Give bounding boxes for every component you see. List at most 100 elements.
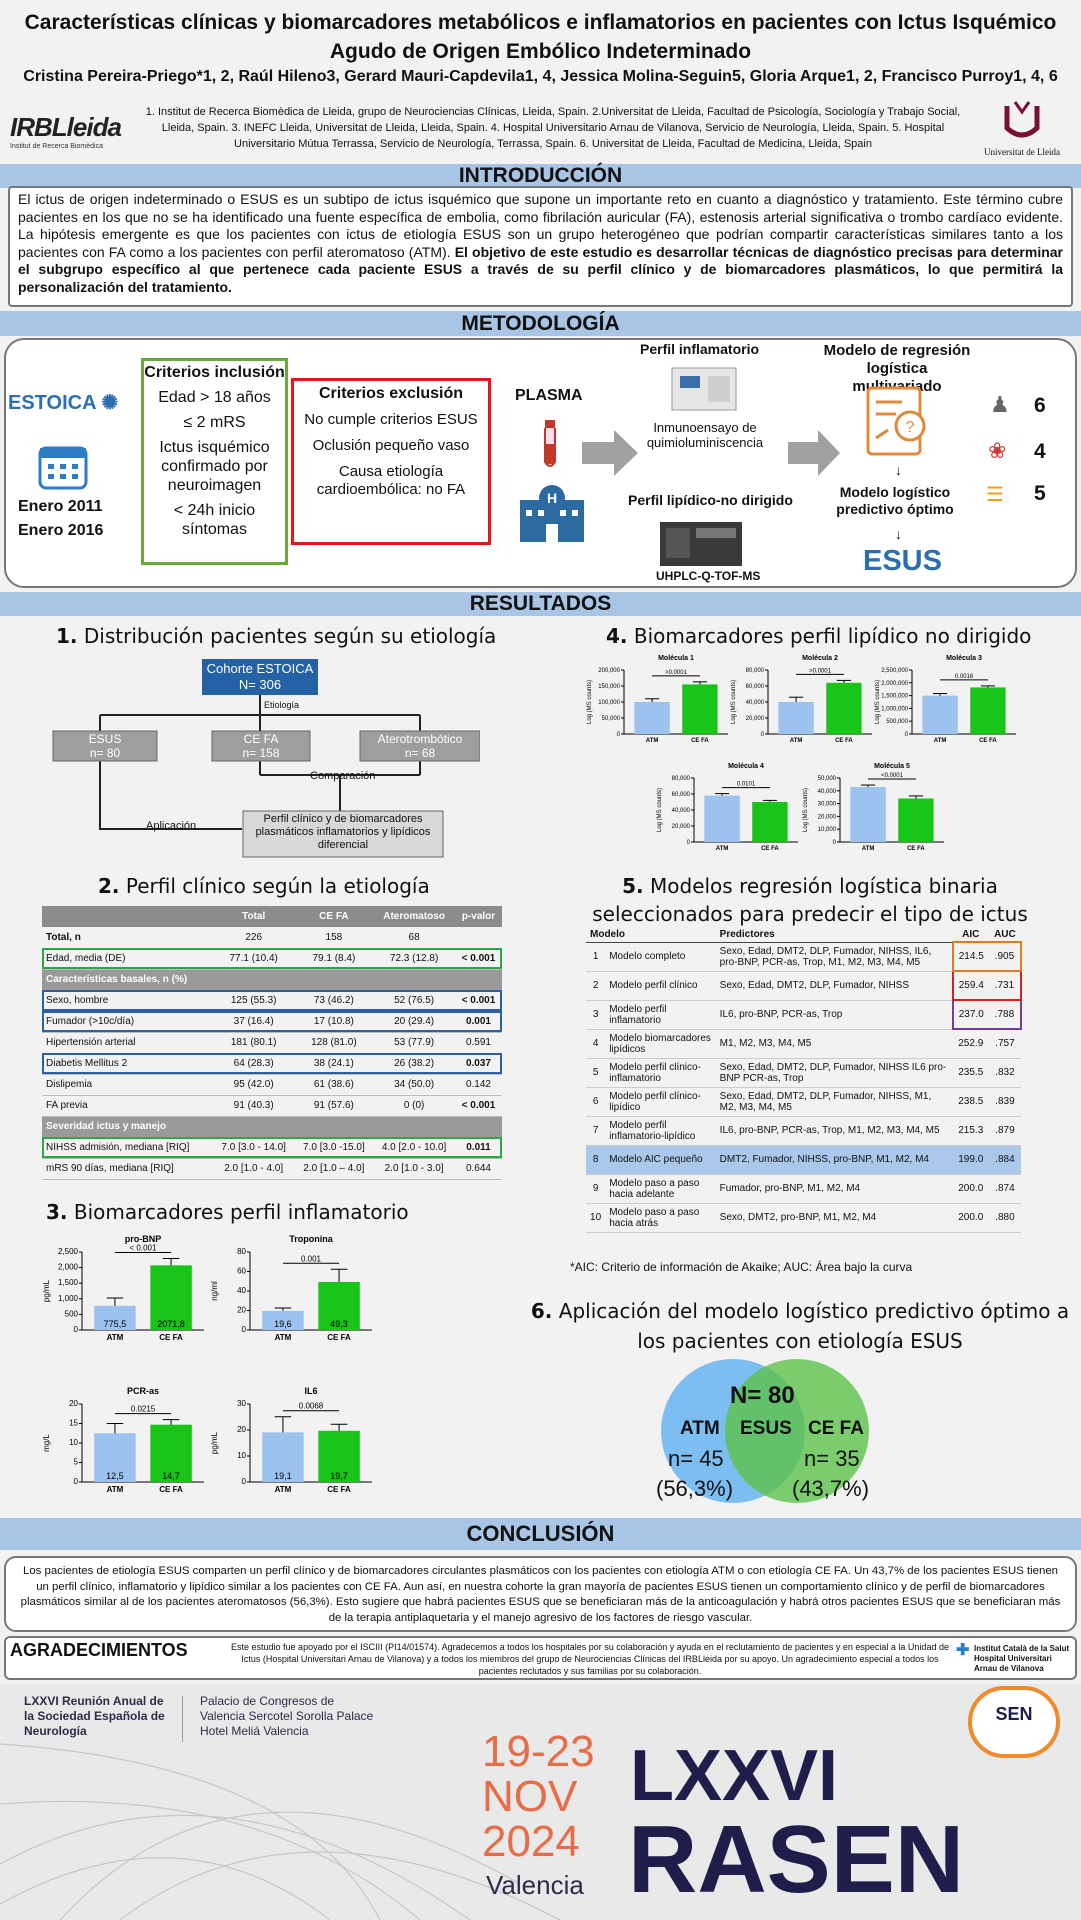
table-cell	[454, 1116, 502, 1137]
table-cell	[373, 1116, 455, 1137]
intro-band: INTRODUCCIÓN	[0, 164, 1081, 188]
model-cell: Sexo, Edad, DMT2, DLP, Fumador, NIHSS IL…	[719, 1061, 947, 1084]
model-cell: .757	[995, 1038, 1015, 1050]
irb-logo-sub: Institut de Recerca Biomèdica	[10, 143, 103, 150]
model-cell: Sexo, DMT2, pro-BNP, M1, M2, M4	[719, 1212, 877, 1223]
inclusion-item: Ictus isquémico confirmado por neuroimag…	[159, 439, 270, 494]
y-tick-label: 80,000	[746, 668, 765, 674]
authors: Cristina Pereira-Priego*1, 2, Raúl Hilen…	[23, 68, 1058, 85]
table-cell	[455, 927, 502, 948]
inclusion-title: Criterios inclusión	[144, 364, 285, 381]
model-cell: 252.9	[958, 1038, 984, 1050]
y-axis-label: Log (MS counts)	[587, 680, 593, 724]
y-tick-label: 2,000,000	[881, 681, 908, 687]
r5-num: 5.	[622, 874, 644, 898]
y-tick-label: 20	[69, 1399, 78, 1408]
table-cell: 128 (81.0)	[311, 1037, 357, 1048]
data-label: 2071,8	[157, 1319, 185, 1329]
chart-title: IL6	[304, 1386, 317, 1396]
intro-box: El ictus de origen indeterminado o ESUS …	[8, 186, 1073, 307]
x-tick-label: CE FA	[691, 738, 709, 744]
bar	[634, 702, 670, 734]
venn-cefa	[725, 1359, 869, 1503]
x-tick-label: ATM	[275, 1485, 292, 1494]
y-tick-label: 1,000,000	[881, 706, 908, 712]
table-cell: 7.0 [3.0 - 14.0]	[221, 1142, 286, 1153]
y-tick-label: 0	[687, 840, 691, 846]
cohort-node	[202, 659, 318, 695]
y-tick-label: 10,000	[818, 827, 837, 833]
y-tick-label: 100,000	[598, 700, 620, 706]
exclusion-item: Oclusión pequeño vaso	[312, 437, 470, 454]
reunion-text: LXXVI Reunión Anual de la Sociedad Españ…	[24, 1694, 165, 1738]
p-value-label: < 0.001	[130, 1243, 157, 1252]
table-cell: 4.0 [2.0 - 10.0]	[381, 1142, 447, 1153]
table-cell: 53 (77.9)	[394, 1037, 435, 1048]
venn-atm-n: n= 45	[668, 1446, 724, 1471]
table-cell: 0.011	[466, 1142, 491, 1153]
cells-icon: ❀	[988, 438, 1007, 463]
agradecimientos-heading: AGRADECIMIENTOS	[10, 1640, 188, 1660]
footer-city: Valencia	[486, 1870, 584, 1900]
venn-atm-pct: (56,3%)	[656, 1476, 734, 1501]
model-cell: 1	[592, 951, 599, 962]
hospital-icon: H	[520, 485, 584, 542]
r4-title-text: Biomarcadores perfil lipídico no dirigid…	[633, 624, 1032, 648]
table-cell: 95 (42.0)	[233, 1079, 274, 1090]
y-tick-label: 30,000	[818, 802, 837, 808]
exclusion-box: Criterios exclusión No cumple criterios …	[291, 378, 491, 545]
r2-title: 2. Perfil clínico según la etiología	[98, 874, 430, 898]
model-cell: 200.0	[958, 1183, 984, 1194]
data-label: 19,6	[274, 1319, 292, 1329]
model-cell: .879	[995, 1125, 1015, 1136]
table-cell: 37 (16.4)	[233, 1016, 274, 1027]
table-cell: Fumador (>10c/día)	[46, 1016, 135, 1027]
y-tick-label: 0	[242, 1325, 247, 1334]
y-tick-label: 10	[69, 1438, 78, 1447]
y-tick-label: 30	[237, 1399, 246, 1408]
y-tick-label: 20,000	[746, 716, 765, 722]
conclusion-band: CONCLUSIÓN	[0, 1518, 1081, 1550]
esus-node	[52, 730, 158, 762]
model-cell: 8	[592, 1154, 599, 1165]
table-cell: 73 (46.2)	[313, 995, 354, 1006]
decorative-lines	[0, 1743, 561, 1920]
lugar-text: Palacio de Congresos de Valencia Sercote…	[200, 1694, 374, 1738]
y-tick-label: 1,500,000	[881, 694, 908, 700]
x-tick-label: CE FA	[835, 738, 853, 744]
x-tick-label: CE FA	[907, 846, 925, 852]
table-cell: 52 (76.5)	[394, 995, 435, 1006]
cohort-label: Cohorte ESTOICA	[206, 661, 314, 676]
hospital-logo-text: Institut Català de la Salut Hospital Uni…	[974, 1644, 1070, 1673]
table-cell: 77.1 (10.4)	[229, 953, 278, 964]
data-label: 14,7	[162, 1471, 180, 1481]
model-cell: 2	[592, 980, 599, 991]
bar	[94, 1305, 136, 1330]
y-axis-label: Log (MS counts)	[803, 788, 809, 832]
r5-title-text: Modelos regresión logística binaria sele…	[592, 874, 1028, 926]
cohort-n: N= 306	[238, 677, 282, 692]
r1-title-text: Distribución pacientes según su etiologí…	[83, 624, 497, 648]
model-cell: Modelo AIC pequeño	[609, 1154, 703, 1165]
bar	[262, 1310, 304, 1330]
chart-title: Molécula 4	[728, 763, 764, 770]
model-cell: 3	[592, 1009, 599, 1020]
table-cell: 26 (38.2)	[394, 1058, 435, 1069]
bar	[94, 1433, 136, 1482]
y-tick-label: 500	[65, 1309, 79, 1318]
table-cell: Diabetis Mellitus 2	[46, 1058, 128, 1069]
model-cell: 200.0	[958, 1212, 984, 1223]
table-cell: 34 (50.0)	[394, 1079, 435, 1090]
